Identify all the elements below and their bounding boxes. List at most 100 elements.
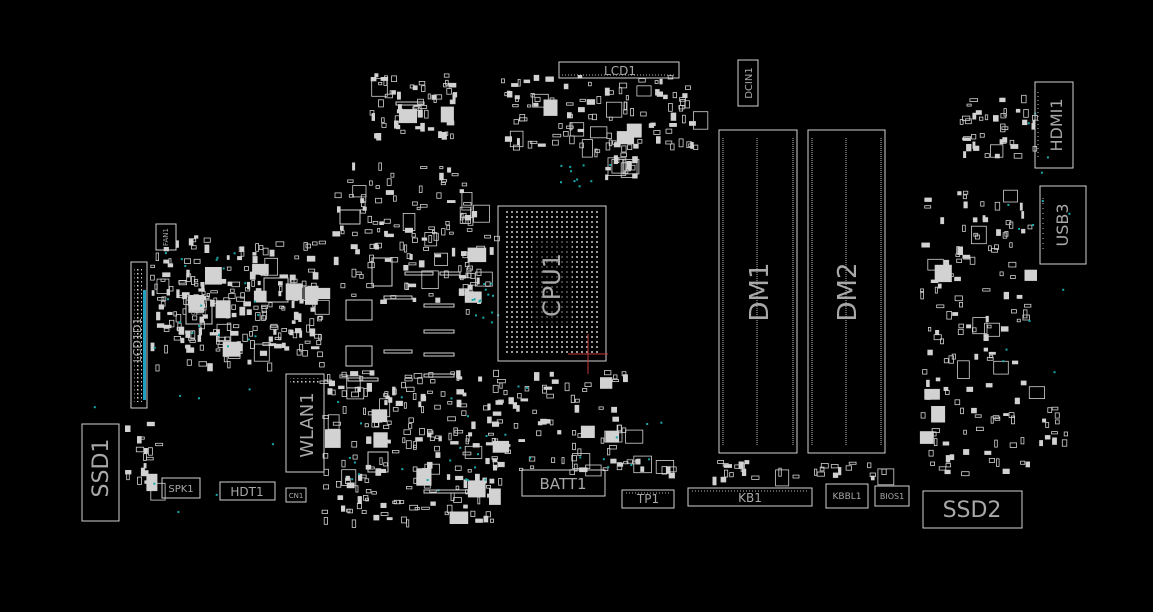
smd-component bbox=[443, 270, 449, 279]
keyboard-connector[interactable]: KB1 bbox=[687, 487, 813, 507]
smd-component bbox=[140, 467, 145, 477]
fan-connector[interactable]: FAN1 bbox=[155, 223, 177, 251]
smd-component bbox=[136, 436, 142, 444]
smd-component bbox=[405, 485, 413, 490]
lcd-connector[interactable]: LCD1 bbox=[558, 61, 680, 79]
speaker-connector[interactable]: SPK1 bbox=[161, 477, 201, 499]
smd-component bbox=[960, 407, 964, 415]
smd-component bbox=[178, 280, 186, 284]
smd-component bbox=[924, 205, 932, 209]
smd-component bbox=[285, 283, 303, 301]
smd-component bbox=[374, 133, 377, 139]
smd-component bbox=[569, 122, 585, 137]
dimm-slot-1[interactable]: DM1 bbox=[718, 129, 798, 454]
smd-component bbox=[409, 504, 419, 511]
hdd-connector[interactable]: HDT1 bbox=[219, 481, 276, 501]
smd-component bbox=[316, 339, 322, 346]
smd-component bbox=[467, 468, 472, 473]
smd-component bbox=[197, 334, 202, 342]
smd-component bbox=[985, 383, 993, 388]
smd-component bbox=[532, 409, 537, 414]
via bbox=[400, 396, 403, 399]
ssd1-slot[interactable]: SSD1 bbox=[81, 423, 120, 522]
u2r1-chip[interactable]: U2R1 bbox=[185, 299, 213, 325]
smd-component bbox=[974, 414, 982, 418]
ssd2-slot[interactable]: SSD2 bbox=[922, 490, 1023, 529]
smd-component bbox=[262, 247, 269, 256]
smd-component bbox=[566, 102, 574, 106]
smd-component bbox=[625, 95, 629, 101]
smd-component bbox=[420, 166, 428, 169]
smd-component bbox=[665, 466, 671, 474]
smd-component bbox=[1014, 397, 1020, 405]
smd-component bbox=[168, 319, 175, 328]
smd-component bbox=[351, 519, 357, 528]
left-connector-strip[interactable]: LCD1D1 bbox=[130, 261, 148, 409]
smd-component bbox=[374, 73, 379, 78]
via bbox=[660, 421, 663, 424]
smd-component bbox=[533, 102, 539, 107]
smd-component bbox=[409, 253, 413, 260]
cn1-connector[interactable]: CN1 bbox=[285, 487, 307, 503]
smd-component bbox=[268, 343, 277, 347]
kbbl-label: KBBL1 bbox=[833, 492, 862, 502]
usb-connector[interactable]: USB3 bbox=[1039, 185, 1087, 265]
via bbox=[1053, 371, 1056, 374]
via bbox=[216, 256, 219, 259]
smd-component bbox=[962, 194, 967, 200]
smd-component bbox=[337, 495, 344, 501]
smd-component bbox=[536, 430, 542, 437]
smd-component bbox=[125, 469, 132, 475]
smd-component bbox=[384, 400, 388, 406]
smd-component bbox=[350, 371, 359, 376]
smd-component bbox=[832, 472, 839, 478]
smd-component bbox=[963, 151, 967, 159]
smd-component bbox=[444, 511, 449, 516]
smd-component bbox=[288, 329, 293, 334]
dimm2-label: DM2 bbox=[833, 263, 863, 322]
touchpad-connector[interactable]: TP1 bbox=[621, 489, 675, 509]
wlan-slot[interactable]: WLAN1 bbox=[285, 373, 325, 473]
via bbox=[479, 299, 482, 302]
smd-component bbox=[340, 283, 346, 289]
smd-component bbox=[594, 148, 598, 158]
via bbox=[1032, 224, 1035, 226]
via bbox=[401, 468, 404, 471]
smd-component bbox=[381, 122, 387, 128]
smd-component bbox=[443, 73, 450, 78]
smd-component bbox=[269, 249, 275, 257]
battery-connector[interactable]: BATT1 bbox=[521, 469, 606, 497]
via bbox=[630, 464, 633, 466]
smd-component bbox=[1020, 437, 1025, 445]
kb-backlight-connector[interactable]: KBBL1 bbox=[825, 483, 869, 509]
bios-chip[interactable]: BIOS1 bbox=[874, 485, 910, 507]
cpu-socket[interactable]: CPU1 bbox=[497, 205, 607, 362]
smd-component bbox=[202, 314, 208, 319]
dimm-slot-2[interactable]: DM2 bbox=[807, 129, 886, 454]
smd-component bbox=[665, 128, 673, 134]
smd-component bbox=[289, 278, 298, 283]
dcin-connector[interactable]: DCIN1 bbox=[737, 59, 759, 107]
via-layer bbox=[93, 112, 1071, 513]
via bbox=[579, 456, 582, 459]
smd-component bbox=[453, 427, 458, 436]
smd-component bbox=[444, 131, 449, 136]
smd-component bbox=[393, 224, 400, 228]
kb-label: KB1 bbox=[738, 491, 762, 505]
tp-label: TP1 bbox=[636, 492, 659, 506]
smd-component bbox=[613, 374, 618, 380]
via bbox=[573, 180, 576, 183]
smd-component bbox=[252, 252, 257, 256]
via bbox=[648, 458, 651, 461]
smd-component bbox=[688, 143, 694, 147]
smd-component bbox=[974, 353, 979, 360]
smd-component bbox=[619, 82, 628, 89]
smd-component bbox=[269, 325, 279, 330]
smd-component bbox=[190, 245, 197, 250]
hdmi-connector[interactable]: HDMI1 bbox=[1034, 81, 1074, 169]
smd-component bbox=[421, 85, 426, 92]
smd-component bbox=[1011, 415, 1016, 425]
smd-component bbox=[580, 425, 595, 439]
smd-component bbox=[341, 469, 357, 486]
